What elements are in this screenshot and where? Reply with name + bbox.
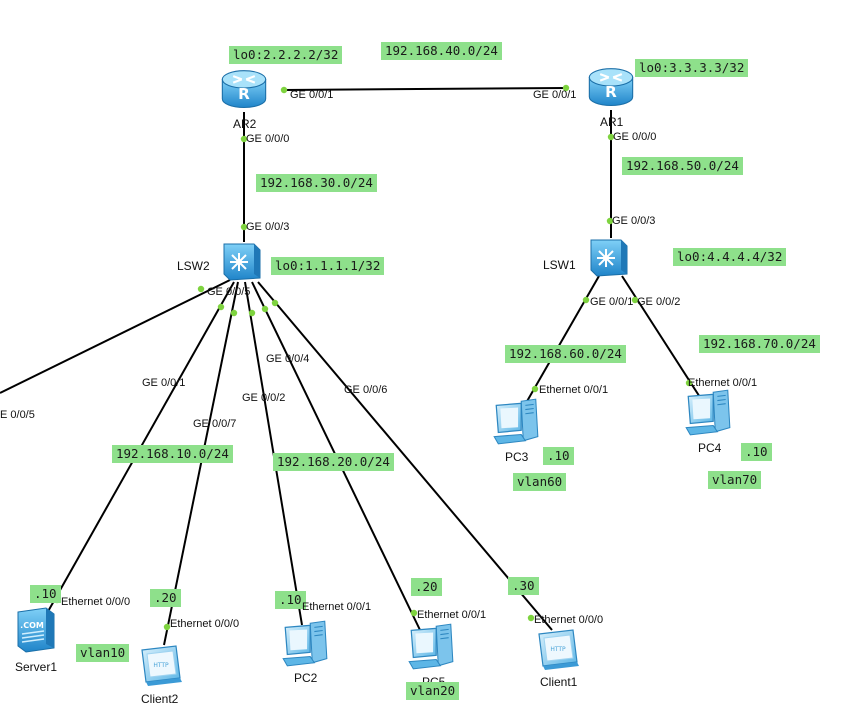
host-label-pc5: .20 [411,578,442,596]
port-label: Ethernet 0/0/1 [417,609,487,621]
links [0,87,706,646]
link-lsw2-client2 [163,281,239,646]
port-label: GE 0/0/5 [207,286,251,298]
port-label: Ethernet 0/0/1 [688,377,758,389]
server-icon[interactable] [17,607,55,653]
host-label-client2: .20 [150,589,181,607]
vlan-label-20: vlan20 [406,682,460,700]
network-label-40: 192.168.40.0/24 [381,42,502,60]
device-name-ar2: AR2 [233,117,257,131]
port-label: GE 0/0/7 [193,418,237,430]
pc-icon[interactable] [282,620,328,667]
port-dot [527,614,535,622]
port-dot [410,609,418,617]
link-ar2-ar1 [283,87,567,91]
network-label-10: 192.168.10.0/24 [112,445,233,463]
device-name-lsw1: LSW1 [543,258,576,272]
port-label: E 0/0/5 [0,409,35,421]
network-label-20: 192.168.20.0/24 [273,453,394,471]
network-label-70: 192.168.70.0/24 [699,335,820,353]
vlan-label-10: vlan10 [76,644,130,662]
device-name-lsw2: LSW2 [177,259,210,273]
port-dot [230,309,238,317]
pc-icon[interactable] [493,398,539,445]
network-label-60: 192.168.60.0/24 [505,345,626,363]
port-dot [607,133,615,141]
port-label: GE 0/0/2 [242,392,286,404]
port-dot [685,379,693,387]
port-dot [582,296,590,304]
device-name-pc2: PC2 [294,671,318,685]
port-dot [280,86,288,94]
loopback-label-ar2: lo0:2.2.2.2/32 [229,46,343,64]
port-dot [606,217,614,225]
port-dot [217,303,225,311]
port-label: Ethernet 0/0/0 [534,614,604,626]
vlan-label-pc4: vlan70 [708,471,762,489]
host-label-pc3: .10 [543,447,574,465]
port-label: GE 0/0/6 [344,384,388,396]
port-label: GE 0/0/1 [590,296,634,308]
port-dot [562,84,570,92]
loopback-label-ar1: lo0:3.3.3.3/32 [635,59,749,77]
device-name-pc3: PC3 [505,450,529,464]
host-label-pc2: .10 [275,591,306,609]
router-icon[interactable] [221,69,267,109]
device-name-ar1: AR1 [600,115,624,129]
pc-icon[interactable] [408,623,454,670]
port-label: GE 0/0/2 [637,296,681,308]
port-label: Ethernet 0/0/0 [170,618,240,630]
port-dot [631,296,639,304]
port-dot [271,299,279,307]
port-label: GE 0/0/1 [533,89,577,101]
device-name-client1: Client1 [540,675,578,689]
device-name-client2: Client2 [141,692,179,706]
port-label: GE 0/0/3 [246,221,290,233]
host-label-server1: .10 [30,585,61,603]
switch-icon[interactable] [589,238,629,278]
port-label: Ethernet 0/0/0 [61,596,131,608]
client-icon[interactable] [141,645,183,686]
port-dot [531,385,539,393]
port-dot [197,285,205,293]
port-label: GE 0/0/1 [142,377,186,389]
port-label: GE 0/0/3 [612,215,656,227]
port-dot [240,135,248,143]
pc-icon[interactable] [685,389,731,436]
port-dot [248,309,256,317]
port-label: GE 0/0/1 [290,89,334,101]
port-label: GE 0/0/0 [613,131,657,143]
network-label-50: 192.168.50.0/24 [622,157,743,175]
loopback-label-lsw1: lo0:4.4.4.4/32 [673,248,787,266]
port-label: Ethernet 0/0/1 [302,601,372,613]
switch-icon[interactable] [222,242,262,282]
client-icon[interactable] [538,629,580,670]
router-icon[interactable] [588,67,634,107]
port-dot [261,305,269,313]
port-label: GE 0/0/4 [266,353,310,365]
device-name-pc4: PC4 [698,441,722,455]
network-label-30: 192.168.30.0/24 [256,174,377,192]
port-label: Ethernet 0/0/1 [539,384,609,396]
port-label: GE 0/0/0 [246,133,290,145]
host-label-pc4: .10 [741,443,772,461]
host-label-client1: .30 [508,577,539,595]
vlan-label-pc3: vlan60 [513,473,567,491]
port-dot [163,623,171,631]
port-dot [240,223,248,231]
link-lsw2-offscreen [0,279,231,394]
link-lsw2-client1 [257,281,553,631]
device-name-server1: Server1 [15,660,58,674]
loopback-label-lsw2: lo0:1.1.1.1/32 [271,257,385,275]
